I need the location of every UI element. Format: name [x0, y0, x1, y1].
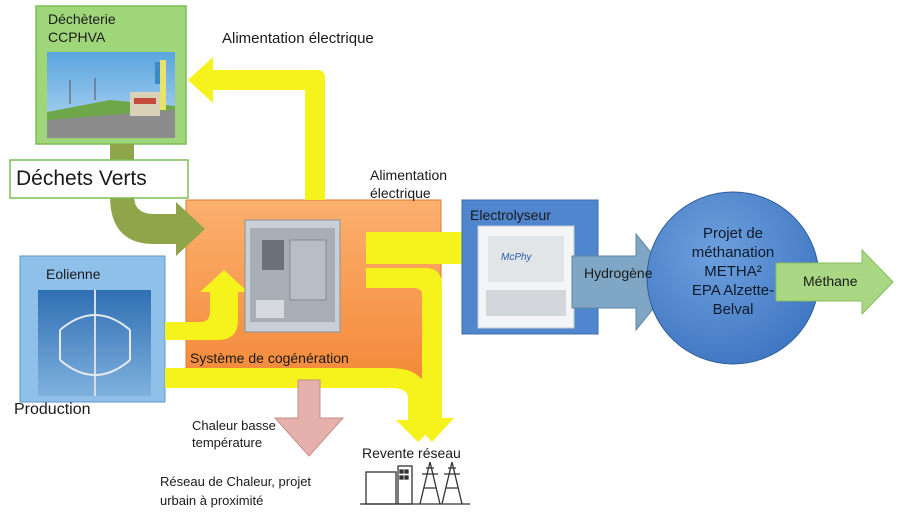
methane-arrow	[775, 248, 894, 316]
electrolyseur-brand: McPhy	[501, 252, 532, 263]
cogeneration-photo	[244, 219, 341, 333]
production-to-revente-arrow	[165, 368, 440, 442]
alim-top-label: Alimentation électrique	[222, 30, 374, 47]
eolienne-label: Eolienne	[46, 266, 101, 282]
dechetterie-label: Déchèterie CCPHVA	[48, 11, 116, 45]
dechetterie-photo	[47, 52, 175, 138]
chaleur-label: Chaleur basse température	[192, 418, 276, 450]
eolienne-photo	[38, 290, 151, 396]
dechets-verts-box	[9, 159, 189, 199]
production-label: Production	[14, 401, 91, 418]
hydrogene-label: Hydrogène	[584, 265, 653, 281]
chaleur-arrow	[273, 379, 345, 457]
cogen-to-electrolyseur-arrow	[366, 217, 490, 279]
electrolyseur-photo	[477, 225, 575, 329]
alim-top-arrow	[188, 57, 325, 200]
alim-mid-label: Alimentation électrique	[370, 167, 448, 201]
cogeneration-label: Système de cogénération	[190, 350, 349, 366]
revente-label: Revente réseau	[362, 445, 461, 461]
dechets-verts-label: Déchets Verts	[16, 167, 147, 190]
methane-label: Méthane	[803, 273, 858, 289]
eolienne-to-cogen-arrow	[165, 270, 248, 340]
electrolyseur-label: Electrolyseur	[470, 207, 551, 223]
cogen-to-revente-arrow	[366, 268, 454, 442]
projet-label: Projet de méthanation METHA² EPA Alzette…	[691, 225, 775, 318]
revente-icon	[360, 461, 470, 505]
reseau-chaleur-note: Réseau de Chaleur, projet urbain à proxi…	[160, 474, 312, 508]
